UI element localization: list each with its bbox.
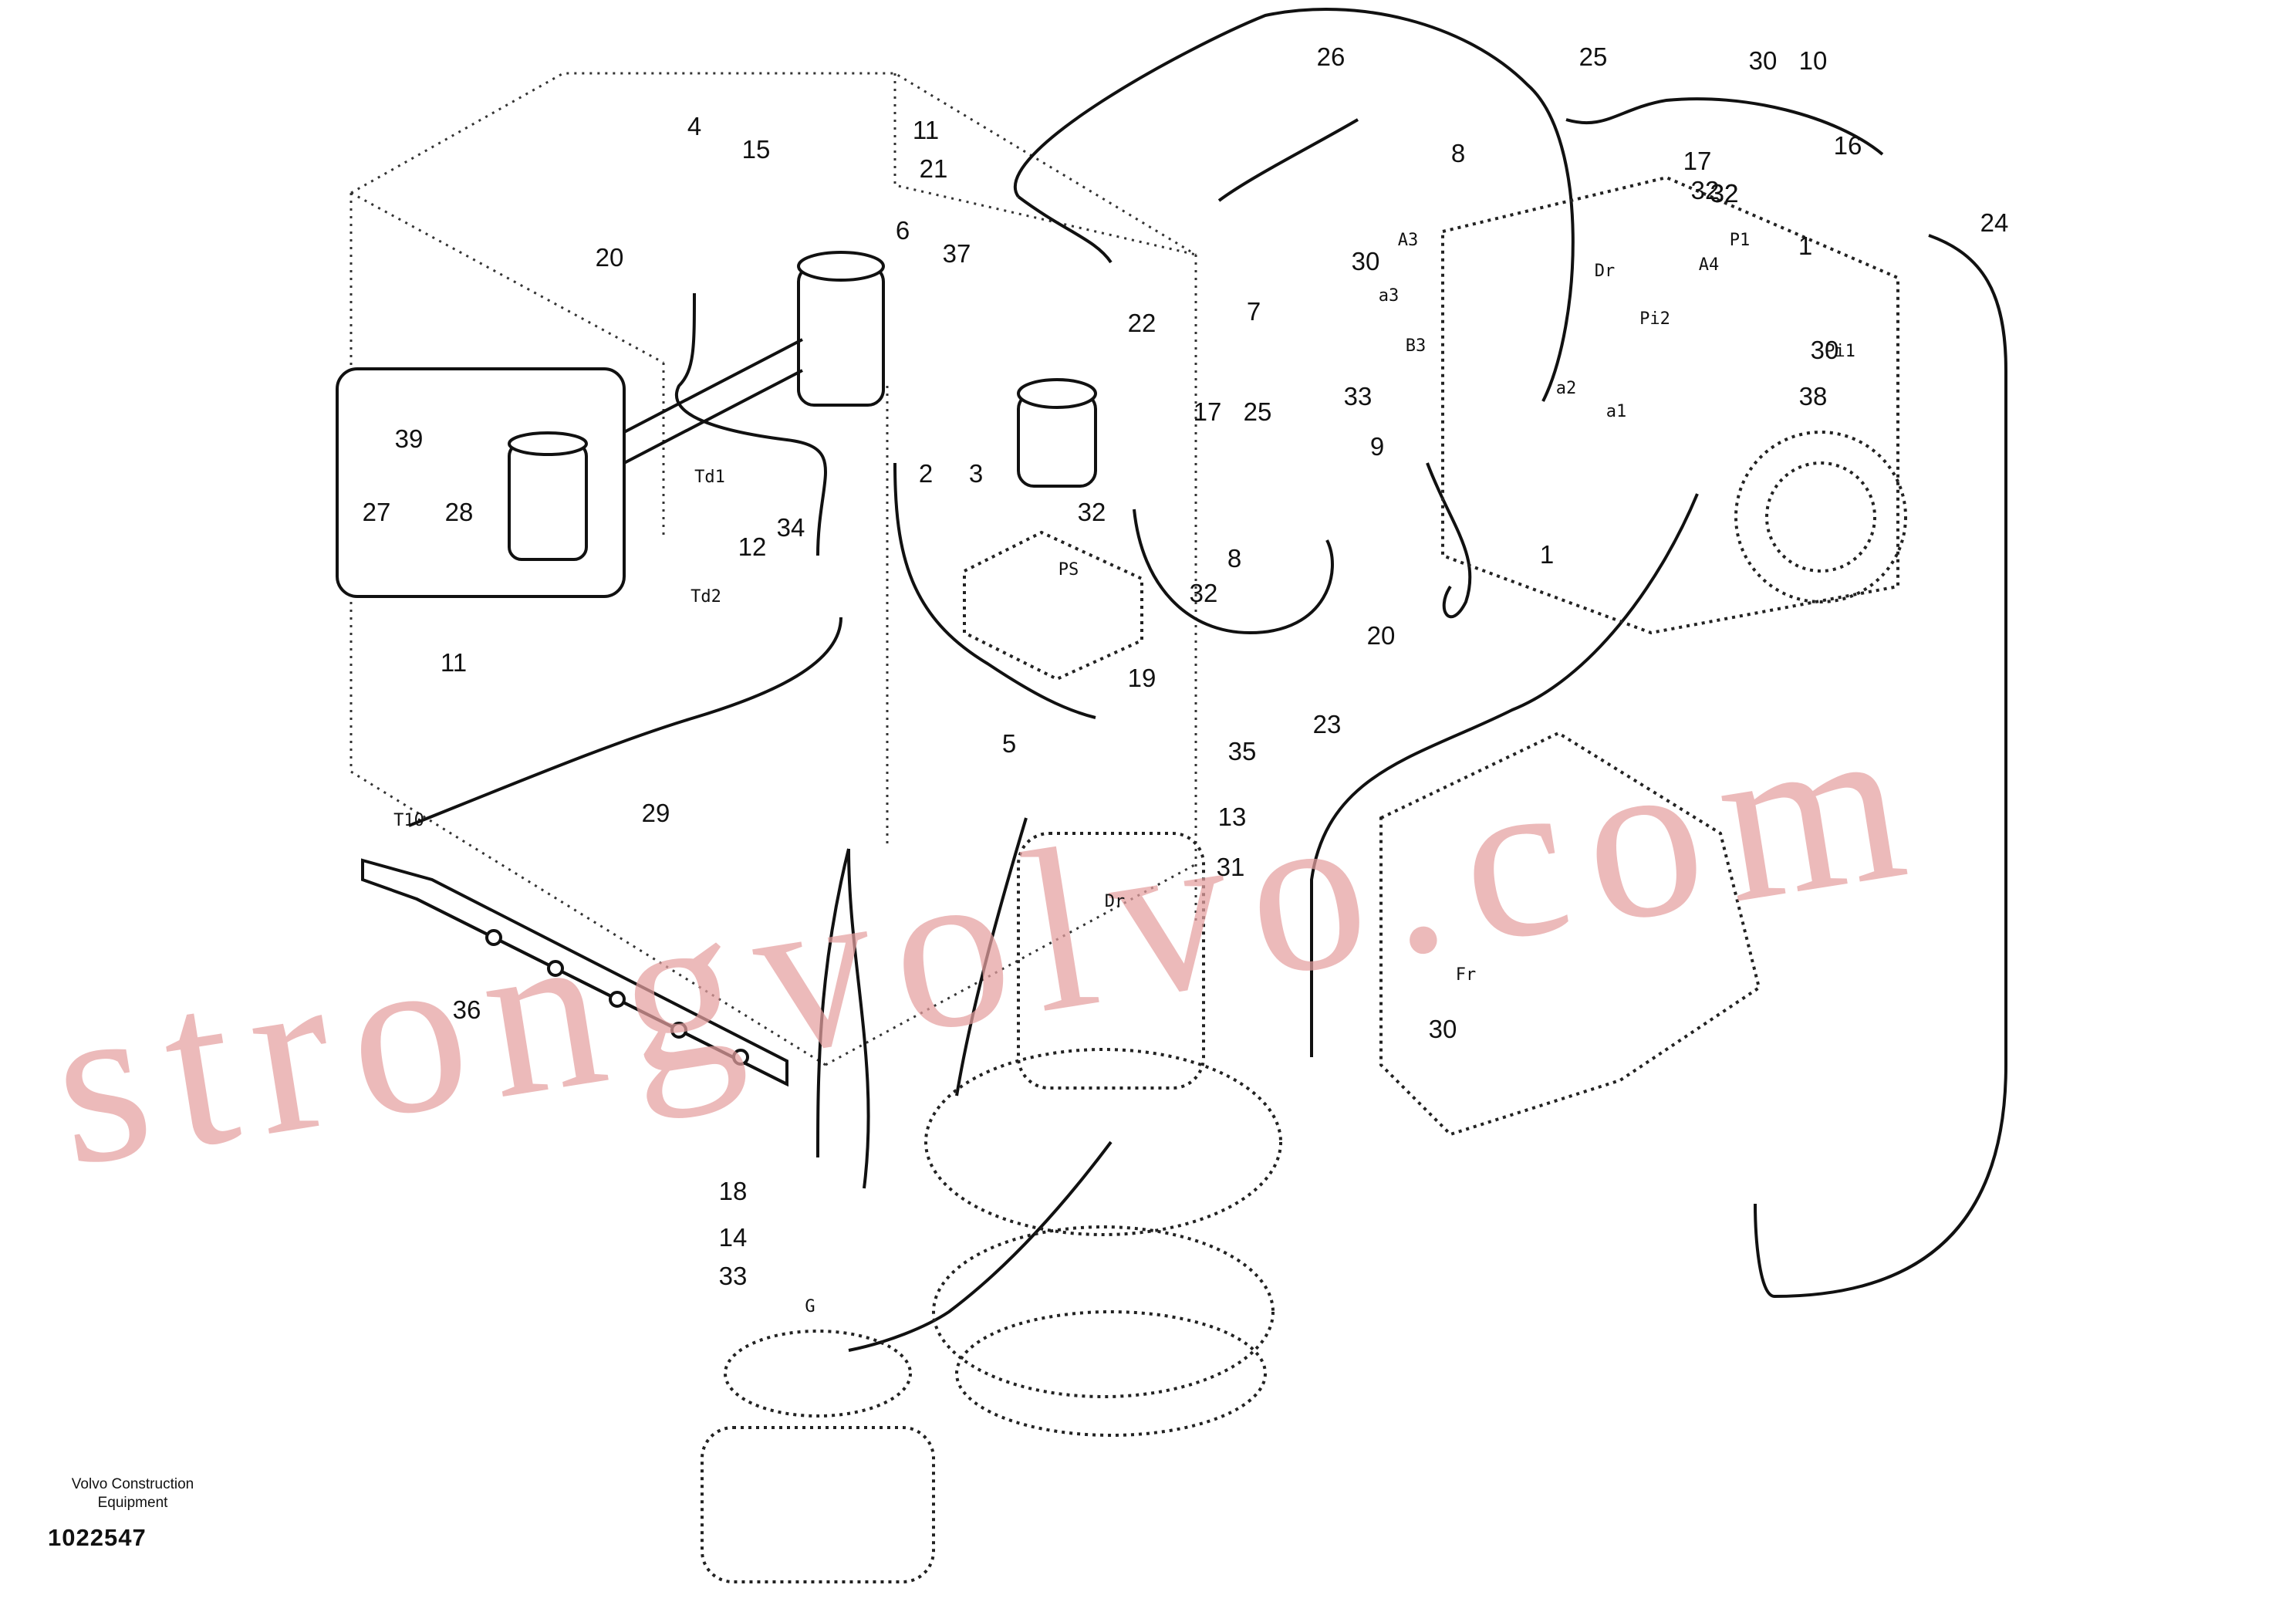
callout-28: 28 (445, 498, 474, 526)
publisher-line-1: Volvo Construction (71, 1476, 194, 1492)
hose-lines (408, 8, 2007, 1352)
callout-9: 9 (1370, 432, 1384, 461)
callout-1: 1 (1798, 231, 1812, 260)
drawing-number: 1022547 (48, 1524, 147, 1551)
callout-32: 32 (1710, 179, 1739, 208)
filter-detail-inset (336, 338, 803, 598)
callout-1: 1 (1540, 540, 1554, 569)
callout-30: 30 (1352, 247, 1380, 275)
callout-2: 2 (919, 459, 933, 488)
ps-block (963, 530, 1143, 681)
port-label-fr: Fr (1456, 965, 1477, 985)
callout-14: 14 (719, 1223, 748, 1252)
port-label-a3: a3 (1379, 286, 1400, 306)
port-label-pi1: Pi1 (1825, 342, 1855, 361)
callout-31: 31 (1217, 853, 1245, 881)
port-label-dr: Dr (1595, 262, 1616, 281)
port-label-p1: P1 (1730, 231, 1751, 250)
callout-27: 27 (363, 498, 391, 526)
callout-26: 26 (1317, 42, 1346, 71)
callout-6: 6 (896, 216, 910, 245)
callout-25: 25 (1579, 42, 1608, 71)
callout-29: 29 (642, 799, 670, 827)
control-valve (1379, 731, 1761, 1137)
callout-32: 32 (1078, 498, 1106, 526)
callout-21: 21 (920, 154, 948, 183)
callout-25: 25 (1244, 397, 1272, 426)
callout-15: 15 (742, 135, 771, 164)
callout-11: 11 (441, 648, 467, 677)
port-label-a4: A4 (1699, 255, 1720, 275)
callout-32: 32 (1190, 579, 1218, 607)
port-label-a3: A3 (1398, 231, 1419, 250)
callout-38: 38 (1799, 382, 1828, 411)
port-label-ps: PS (1059, 560, 1079, 580)
callout-30: 30 (1749, 46, 1778, 75)
callout-11: 11 (913, 116, 939, 144)
callout-34: 34 (777, 513, 805, 542)
port-label-a1: a1 (1606, 402, 1627, 421)
callout-33: 33 (719, 1262, 748, 1290)
callout-5: 5 (1002, 729, 1016, 758)
callout-12: 12 (738, 532, 767, 561)
callout-36: 36 (453, 995, 481, 1024)
callout-10: 10 (1799, 46, 1828, 75)
callout-20: 20 (1367, 621, 1396, 650)
callout-22: 22 (1128, 309, 1156, 337)
swing-motor (701, 832, 1282, 1583)
port-label-g: G (805, 1297, 815, 1316)
watermark: strongvolvo.com (37, 667, 1940, 1215)
callout-39: 39 (395, 424, 424, 453)
callout-4: 4 (687, 112, 701, 140)
callout-32: 32 (1691, 176, 1720, 204)
callout-13: 13 (1218, 803, 1247, 831)
callout-30: 30 (1429, 1015, 1457, 1043)
callout-24: 24 (1980, 208, 2009, 237)
callout-35: 35 (1228, 737, 1257, 765)
port-label-b3: B3 (1406, 336, 1427, 356)
port-label-dr: Dr (1105, 892, 1126, 911)
port-label-td1: Td1 (694, 468, 725, 487)
callout-3: 3 (969, 459, 983, 488)
callout-32: 32 (1710, 179, 1739, 208)
filter-canister (797, 251, 1097, 488)
callout-23: 23 (1313, 710, 1342, 738)
callout-30: 30 (1811, 336, 1839, 364)
pipe-36 (361, 858, 788, 1087)
callout-8: 8 (1451, 139, 1465, 167)
callout-32: 32 (1710, 179, 1739, 208)
callout-19: 19 (1128, 664, 1156, 692)
callout-8: 8 (1227, 544, 1241, 573)
callout-37: 37 (943, 239, 971, 268)
port-label-pi2: Pi2 (1639, 309, 1670, 329)
callout-18: 18 (719, 1177, 748, 1205)
callout-33: 33 (1344, 382, 1373, 411)
callout-17: 17 (1683, 147, 1712, 175)
port-label-t10: T10 (393, 811, 424, 830)
publisher-label: Volvo Construction Equipment (40, 1475, 225, 1512)
pump-assembly (1441, 175, 1907, 635)
port-label-td2: Td2 (690, 587, 721, 607)
callout-20: 20 (596, 243, 624, 272)
callout-16: 16 (1834, 131, 1862, 160)
callout-17: 17 (1194, 397, 1222, 426)
publisher-line-2: Equipment (97, 1495, 168, 1511)
callout-7: 7 (1247, 297, 1261, 326)
port-label-a2: a2 (1556, 379, 1577, 398)
